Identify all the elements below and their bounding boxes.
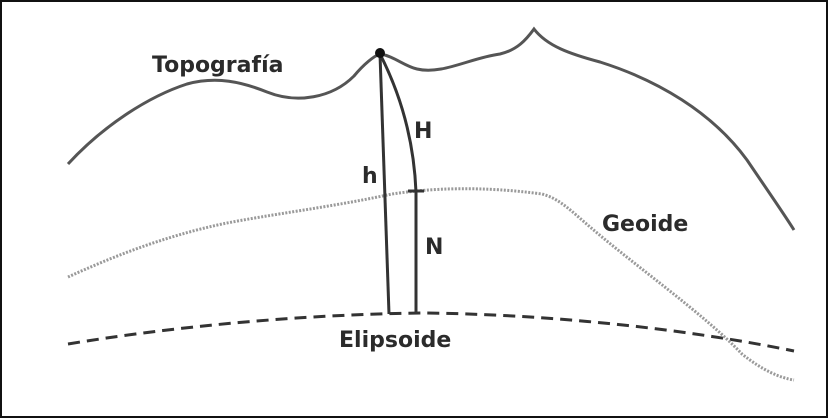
orthometric-height-line — [378, 53, 418, 314]
ellipsoidal-height-label: h — [362, 164, 378, 189]
topography-curve — [66, 26, 796, 231]
ellipsoid-label: Elipsoide — [339, 328, 451, 353]
topography-label: Topografía — [152, 53, 283, 78]
ellipsoid-curve — [67, 311, 795, 353]
surface-point — [375, 48, 385, 58]
geoid-curve — [67, 187, 795, 382]
geoid-label: Geoide — [602, 212, 688, 237]
ellipsoidal-height-line — [378, 53, 391, 315]
geoid-undulation-label: N — [425, 235, 443, 260]
orthometric-height-label: H — [414, 119, 432, 144]
